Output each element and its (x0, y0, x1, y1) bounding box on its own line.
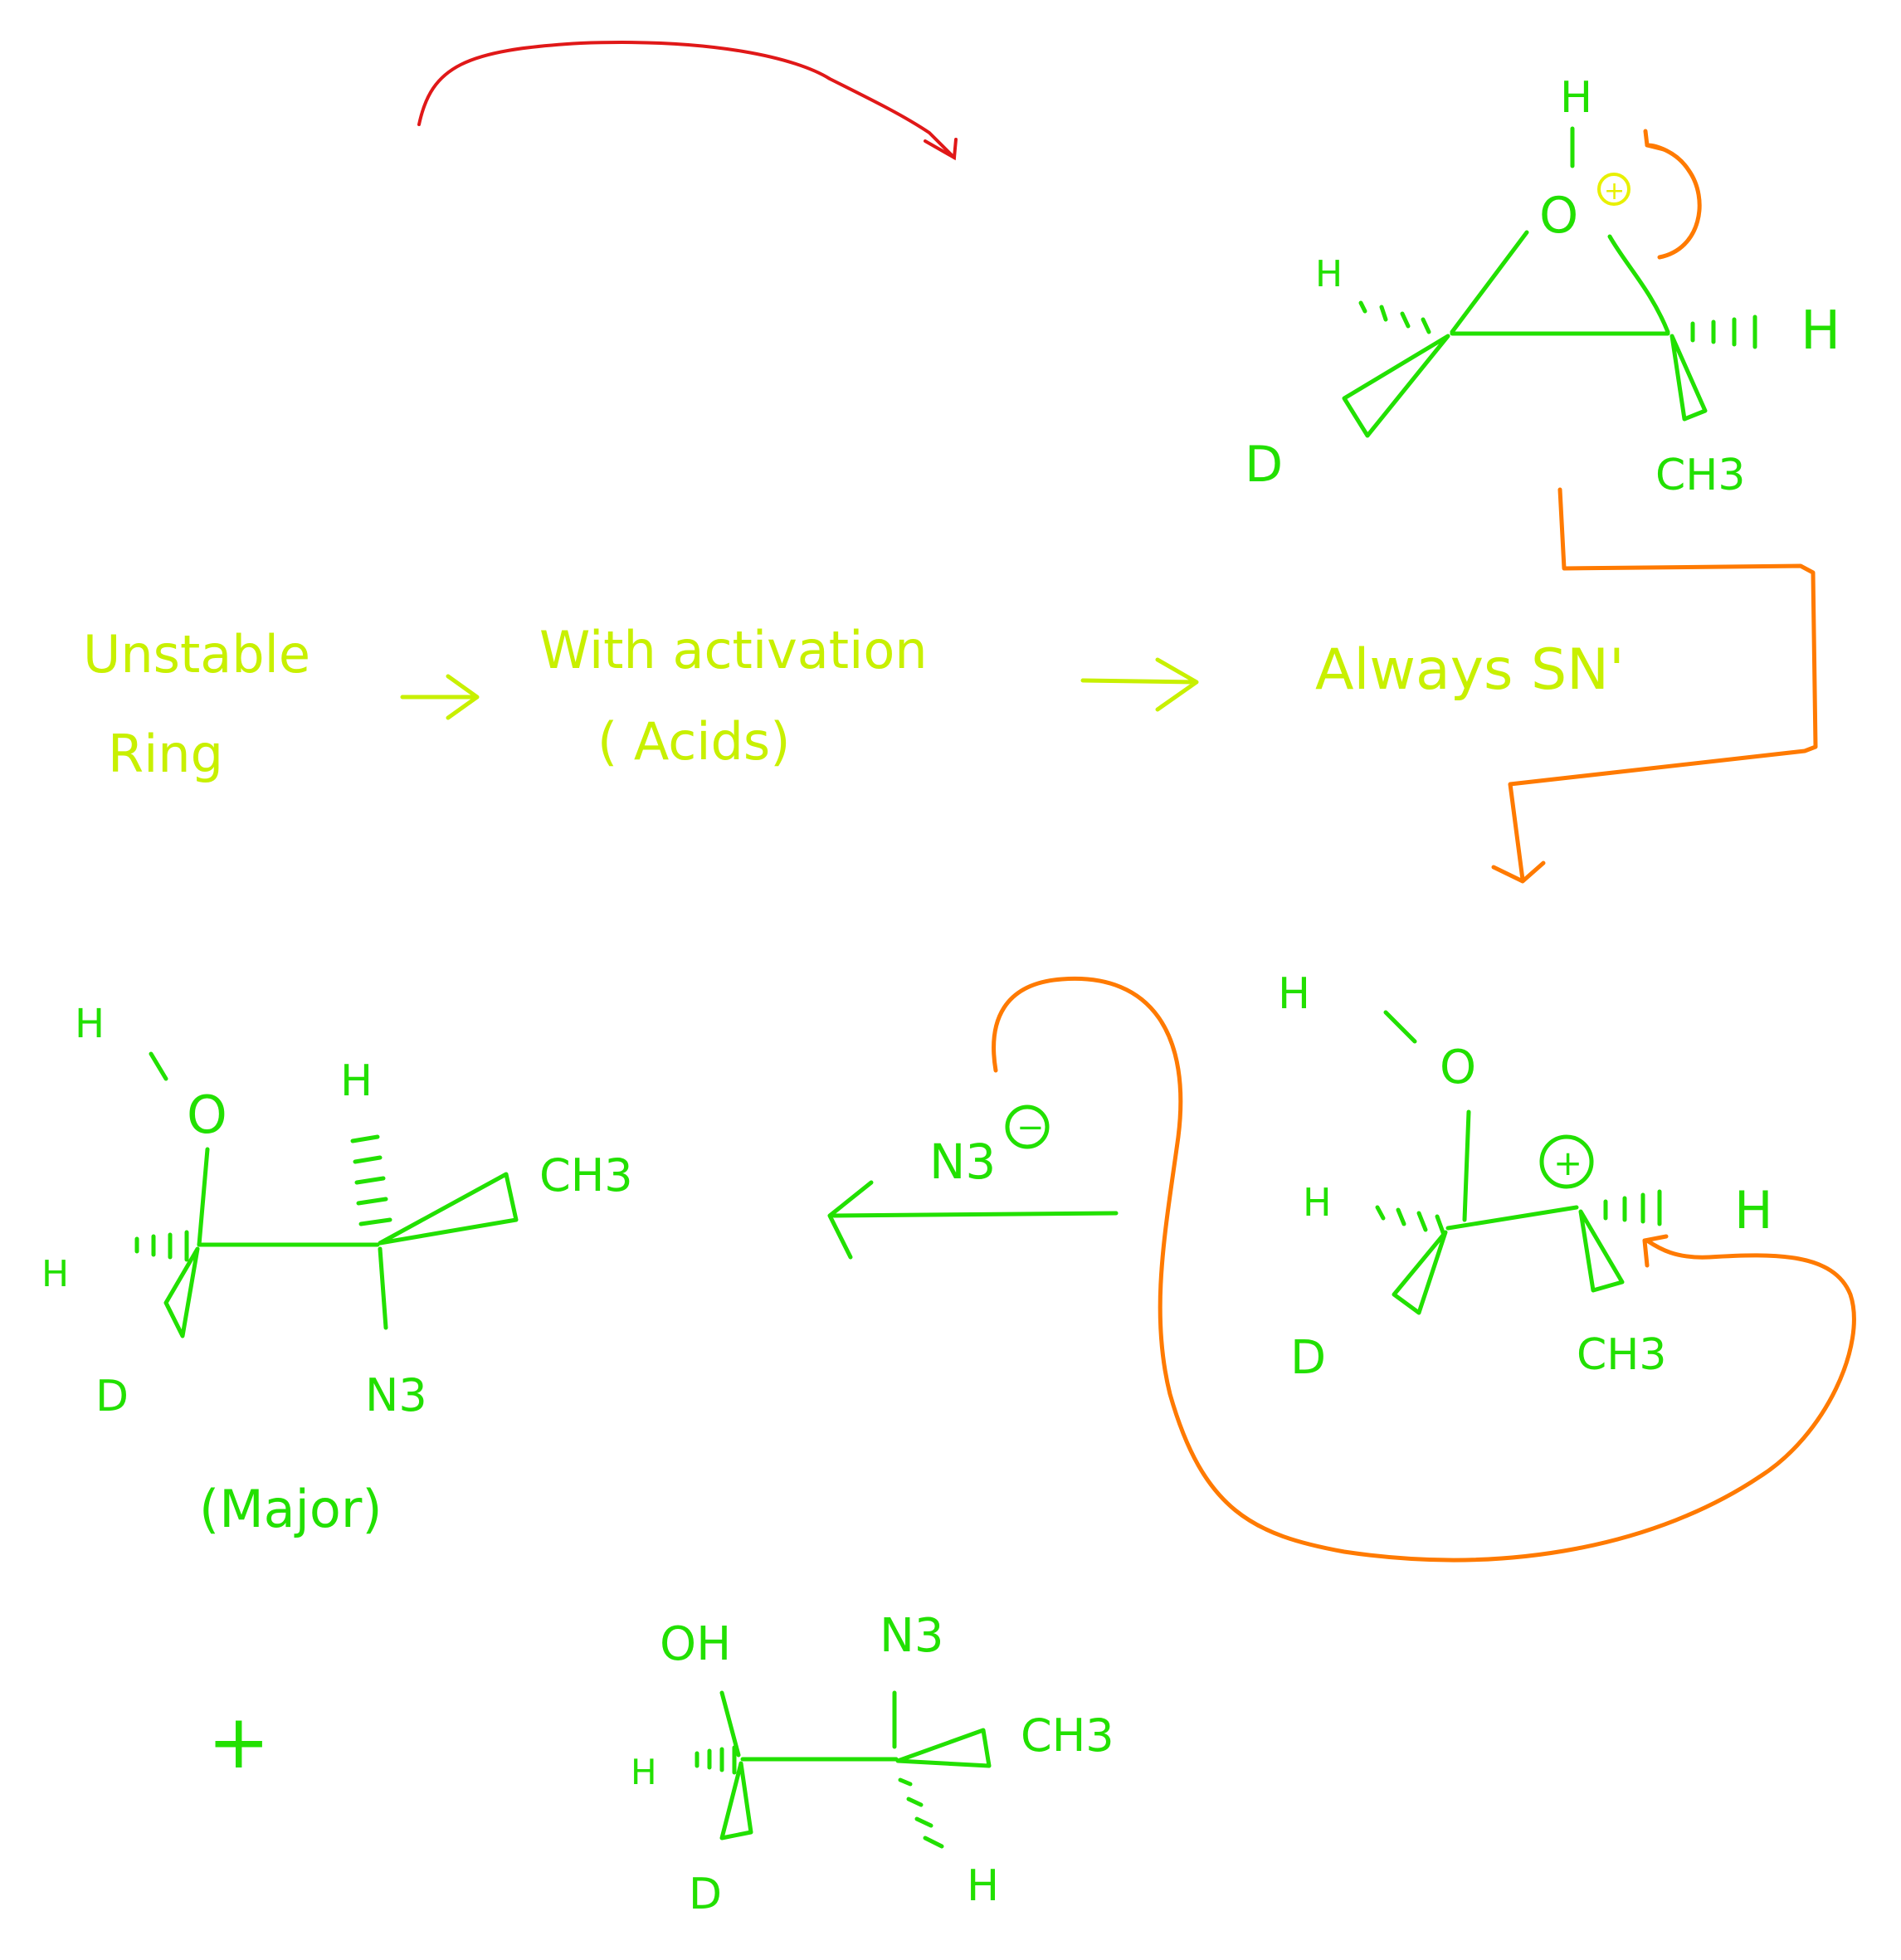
c1-o-bond (1450, 230, 1529, 334)
flow-arrow-1 (400, 674, 480, 720)
minor-bottom-hash (898, 1777, 944, 1849)
major-c-o-bond (197, 1147, 210, 1247)
minor-left-hash (695, 1745, 737, 1775)
activation-label: With activation (539, 620, 928, 680)
epoxide-right-h: H (1801, 300, 1840, 362)
minor-product: OH N3 H D CH3 H (631, 1609, 1114, 1919)
cation-top-h: H (1278, 969, 1310, 1019)
cation-charge-circle (1539, 1134, 1594, 1189)
epoxide-oxygen: O (1539, 187, 1578, 245)
nucleophile-attack-arrow (992, 976, 1856, 1563)
major-right-wedge (378, 1172, 519, 1246)
reaction-arrow-left: N3 − (827, 1104, 1119, 1260)
plus-sign: + (207, 1699, 270, 1786)
minor-right-ch3: CH3 (1021, 1709, 1114, 1762)
epoxide-left-d: D (1245, 436, 1283, 494)
major-left-hash (134, 1230, 189, 1262)
cation-c-c-bond (1445, 1205, 1579, 1231)
cation-right-h: H (1734, 1180, 1773, 1241)
minor-left-h: H (631, 1752, 657, 1792)
left-hash-bond (1358, 300, 1431, 334)
epoxide-top-h: H (1560, 73, 1592, 123)
step-arrow-down (1491, 487, 1818, 884)
major-label: (Major) (199, 1479, 383, 1539)
minor-c-oh-bond (719, 1690, 741, 1758)
carbocation-intermediate: H O + H D H CH3 (1278, 969, 1773, 1385)
unstable-label: Unstable (83, 624, 310, 685)
epoxide-left-h: H (1315, 253, 1343, 295)
cation-c-o-bond (1462, 1109, 1471, 1222)
major-left-h: H (41, 1253, 69, 1295)
major-c-n3-bond (378, 1246, 388, 1330)
minor-oh: OH (660, 1617, 731, 1671)
cation-left-d: D (1290, 1331, 1326, 1385)
cation-left-h: H (1303, 1180, 1332, 1225)
major-right-ch3: CH3 (539, 1149, 633, 1202)
c2-o-bond (1607, 234, 1670, 334)
cation-left-wedge (1392, 1230, 1448, 1315)
minor-left-d: D (689, 1870, 722, 1919)
major-upper-h: H (340, 1056, 373, 1106)
left-wedge-bond (1342, 334, 1450, 438)
epoxide-charge: + (1604, 177, 1625, 206)
right-hash-bond (1690, 314, 1757, 349)
major-top-h: H (75, 1001, 105, 1047)
o-plus-electron-arrow (1643, 129, 1702, 260)
major-left-d: D (95, 1372, 129, 1421)
major-oh-bond (149, 1051, 168, 1081)
ring-label: Ring (108, 724, 223, 784)
flow-annotations: Unstable Ring With activation ( Acids) A… (83, 620, 1625, 784)
cation-right-hash (1603, 1189, 1662, 1226)
flow-arrow-2 (1080, 657, 1199, 712)
top-curved-arrow (417, 41, 958, 161)
major-oxygen: O (187, 1085, 227, 1145)
reagent-n3: N3 (929, 1134, 996, 1190)
cation-right-ch3: CH3 (1577, 1330, 1667, 1380)
minor-bottom-h: H (967, 1861, 999, 1911)
cation-left-hash (1375, 1205, 1446, 1237)
cation-charge: + (1553, 1143, 1582, 1183)
reagent-charge-circle (1005, 1104, 1050, 1149)
cation-oh-bond (1383, 1010, 1417, 1044)
reagent-charge: − (1016, 1109, 1045, 1147)
protonated-epoxide: H O + H D H CH3 (1245, 73, 1840, 500)
cation-oxygen: O (1440, 1041, 1476, 1095)
reaction-arrow-head (827, 1180, 874, 1260)
reaction-arrow-line (831, 1211, 1119, 1218)
minor-right-wedge (895, 1728, 992, 1768)
major-upper-hash (350, 1134, 392, 1226)
epoxide-right-ch3: CH3 (1655, 451, 1746, 500)
major-left-wedge (163, 1246, 200, 1338)
major-product: H O H D H CH3 N3 (Major) (41, 1001, 633, 1539)
minor-n3: N3 (880, 1609, 944, 1663)
right-wedge-bond (1669, 334, 1708, 422)
always-sn1-label: Always SN' (1315, 637, 1625, 703)
acids-label: ( Acids) (597, 711, 790, 772)
positive-charge-circle (1597, 173, 1630, 206)
cation-right-wedge (1578, 1209, 1625, 1293)
major-bottom-n3: N3 (365, 1369, 427, 1421)
minor-left-wedge (719, 1761, 753, 1841)
